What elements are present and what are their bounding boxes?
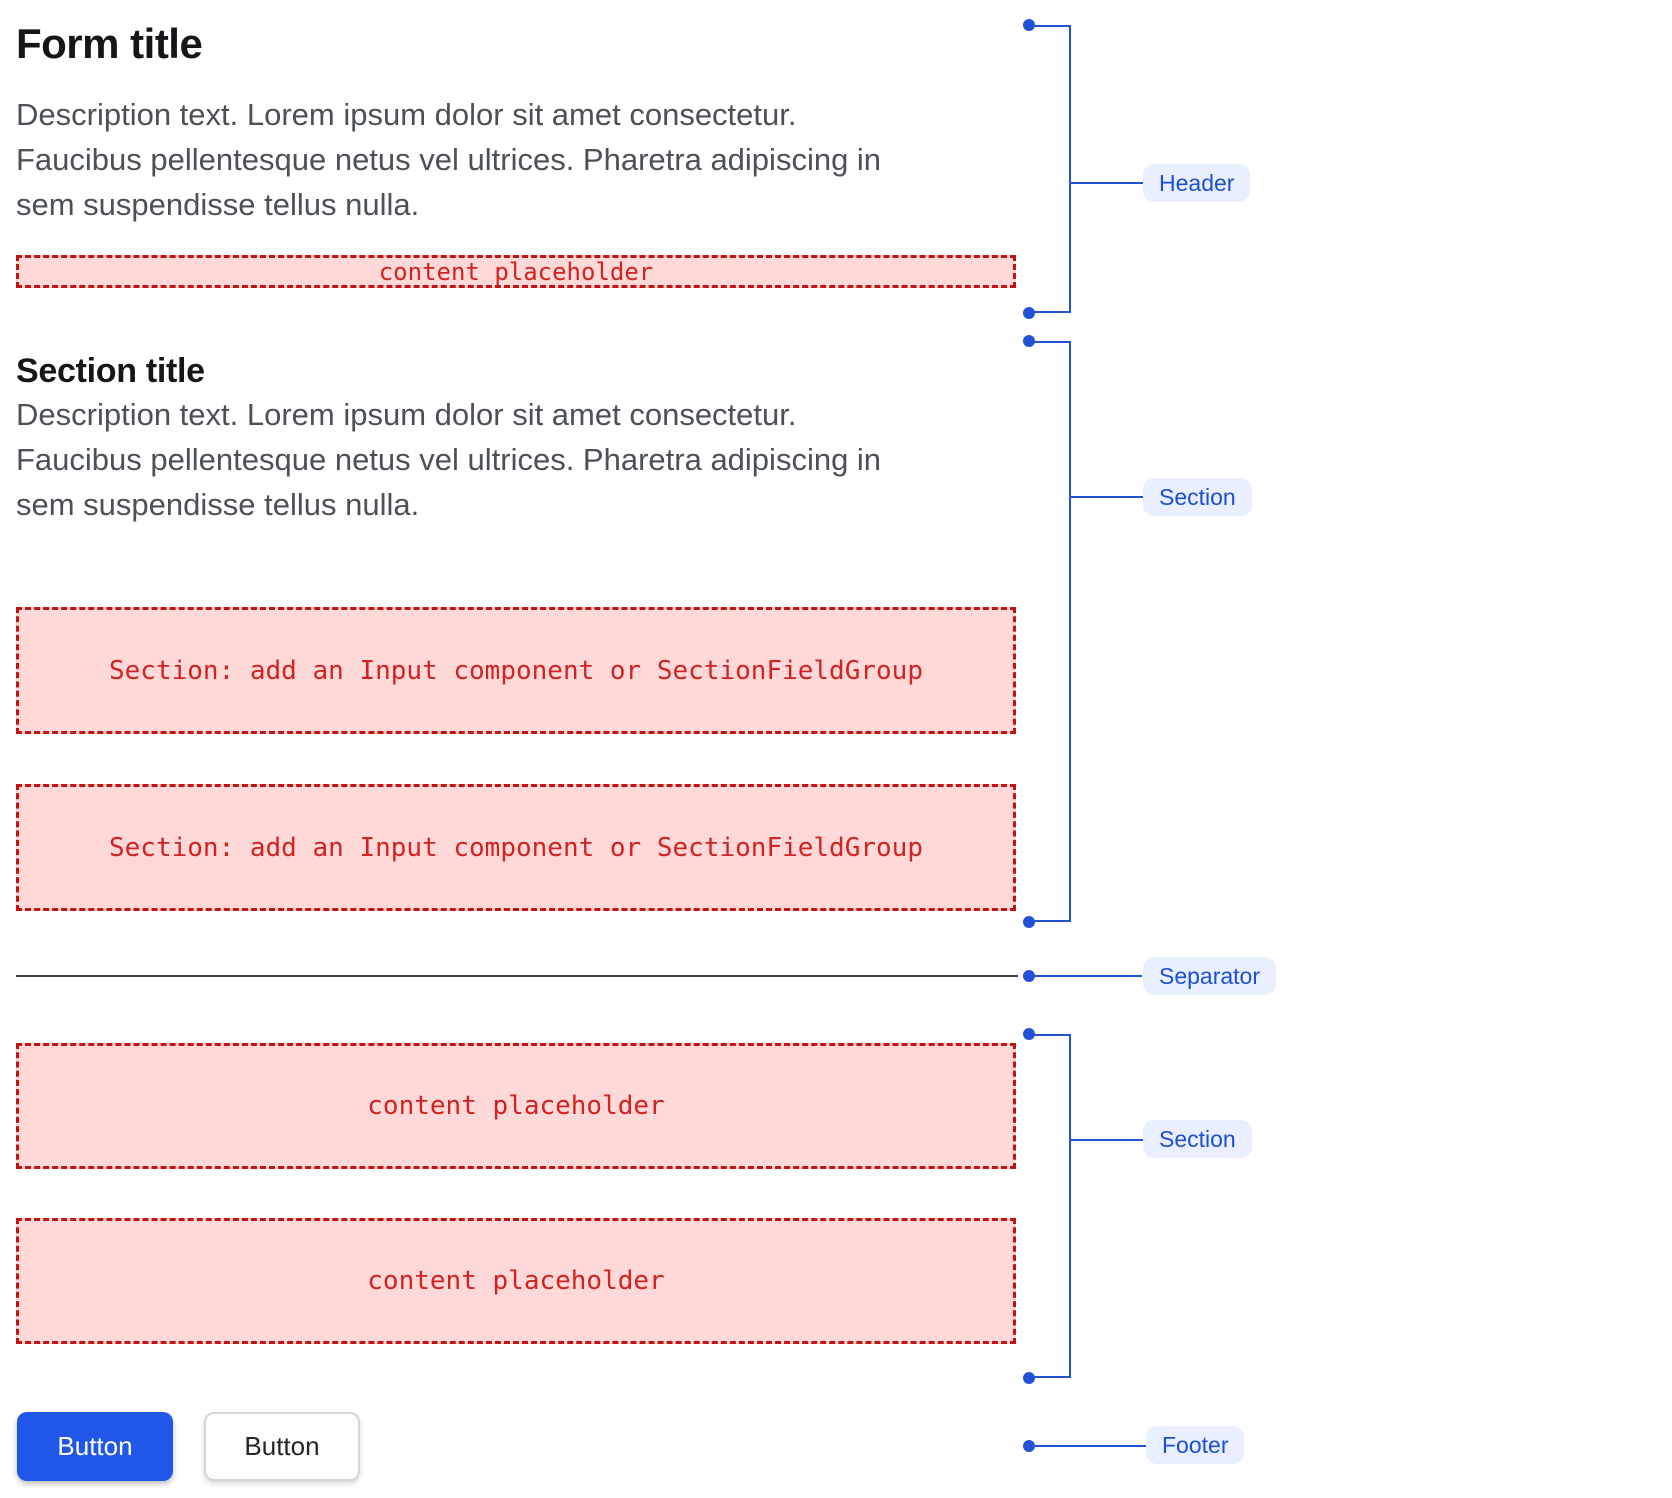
- connector-line: [1035, 975, 1142, 977]
- placeholder-text: Section: add an Input component or Secti…: [109, 832, 923, 863]
- connector-line: [1035, 1445, 1146, 1447]
- connector-dot: [1023, 307, 1035, 319]
- section-annotation-label: Section: [1143, 478, 1252, 516]
- section-title: Section title: [16, 352, 205, 390]
- description-line: sem suspendisse tellus nulla.: [16, 487, 420, 522]
- form-title: Form title: [16, 20, 203, 67]
- description-line: Faucibus pellentesque netus vel ultrices…: [16, 142, 882, 177]
- section-input-placeholder: Section: add an Input component or Secti…: [16, 784, 1016, 911]
- separator-line: [16, 975, 1018, 977]
- header-bracket: [1029, 25, 1071, 313]
- section-bracket: [1029, 1034, 1071, 1378]
- description-line: Description text. Lorem ipsum dolor sit …: [16, 397, 797, 432]
- connector-line: [1071, 182, 1143, 184]
- connector-line: [1071, 496, 1143, 498]
- footer-annotation-label: Footer: [1146, 1426, 1245, 1464]
- placeholder-text: content placeholder: [367, 1091, 665, 1121]
- section-content-placeholder: content placeholder: [16, 1218, 1016, 1344]
- connector-dot: [1023, 916, 1035, 928]
- primary-button[interactable]: Button: [17, 1412, 173, 1481]
- connector-dot: [1023, 970, 1035, 982]
- header-content-placeholder: content placeholder: [16, 255, 1016, 288]
- connector-dot: [1023, 1372, 1035, 1384]
- description-line: Faucibus pellentesque netus vel ultrices…: [16, 442, 882, 477]
- header-annotation-label: Header: [1143, 164, 1251, 202]
- form-description: Description text. Lorem ipsum dolor sit …: [16, 92, 956, 227]
- placeholder-text: content placeholder: [378, 257, 654, 286]
- secondary-button[interactable]: Button: [204, 1412, 360, 1481]
- section-annotation-label: Section: [1143, 1120, 1252, 1158]
- placeholder-text: Section: add an Input component or Secti…: [109, 655, 923, 686]
- placeholder-text: content placeholder: [367, 1266, 665, 1296]
- section-description: Description text. Lorem ipsum dolor sit …: [16, 392, 956, 527]
- description-line: Description text. Lorem ipsum dolor sit …: [16, 97, 797, 132]
- connector-line: [1071, 1139, 1144, 1141]
- separator-annotation-label: Separator: [1143, 957, 1277, 995]
- section-input-placeholder: Section: add an Input component or Secti…: [16, 607, 1016, 734]
- description-line: sem suspendisse tellus nulla.: [16, 187, 420, 222]
- connector-dot: [1023, 1440, 1035, 1452]
- section-bracket: [1029, 341, 1071, 922]
- section-content-placeholder: content placeholder: [16, 1043, 1016, 1169]
